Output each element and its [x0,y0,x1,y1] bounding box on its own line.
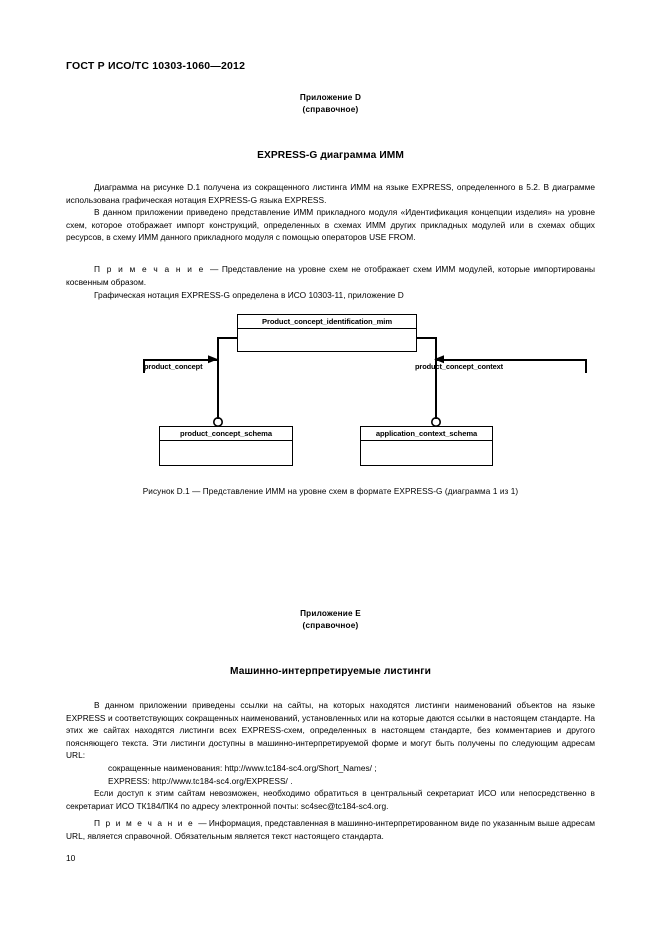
annex-d-note-paragraph: П р и м е ч а н и е — Представление на у… [66,263,595,288]
edge-right-horizontal [435,359,587,361]
figure-caption: Рисунок D.1 — Представление ИММ на уровн… [142,487,519,496]
arrowhead-left-icon [434,355,444,364]
edge-right-vertical-upper [435,337,437,359]
annex-d-sublabel: (справочное) [302,105,359,114]
annex-d-label-text: Приложение D [299,93,362,102]
annex-e-url-line-2: EXPRESS: http://www.tc184-sc4.org/EXPRES… [108,775,293,786]
annex-e-label-text: Приложение E [300,609,361,618]
arrowhead-right-icon [208,355,218,364]
edge-top-box-right-stub [417,337,437,339]
note-prefix: П р и м е ч а н и е [94,264,210,274]
annex-e-paragraph-1: В данном приложении приведены ссылки на … [66,700,595,761]
annex-e-note: П р и м е ч а н и е — Информация, предст… [66,817,595,842]
annex-d-notation-text: Графическая нотация EXPRESS-G определена… [66,289,595,302]
annex-e-title: Машинно-интерпретируемые листинги [230,666,431,677]
diagram-box-right-body [361,441,492,459]
express-g-diagram: Product_concept_identification_mim produ… [66,310,595,480]
annex-e-sublabel: (справочное) [302,621,359,630]
annex-d-notation-paragraph: Графическая нотация EXPRESS-G определена… [94,290,404,300]
diagram-box-application-context-schema: application_context_schema [360,426,493,466]
annex-e-url-list: сокращенные наименования: http://www.tc1… [66,762,595,812]
note-body: — Информация, представленная в машинно-и… [66,818,595,841]
annex-d-paragraph-2: В данном приложении приведено представле… [66,207,595,243]
annex-e-intro-text: В данном приложении приведены ссылки на … [66,699,595,762]
note-body: — Представление на уровне схем не отобра… [66,264,595,287]
diagram-box-product-concept-identification-mim: Product_concept_identification_mim [237,314,417,352]
diagram-box-left-label: product_concept_schema [160,427,292,441]
diagram-box-top-label: Product_concept_identification_mim [238,315,416,329]
diagram-box-product-concept-schema: product_concept_schema [159,426,293,466]
edge-left-horizontal [143,359,219,361]
annex-e-label: Приложение E (справочное) [0,608,661,632]
diagram-box-top-body [238,329,416,347]
annex-e-contact-paragraph: Если доступ к этим сайтам невозможен, не… [66,788,595,811]
edge-right-label: product_concept_context [415,362,504,371]
annex-d-paragraph-1: Диаграмма на рисунке D.1 получена из сок… [66,182,595,205]
edge-right-vertical-lower [435,359,437,419]
annex-e-note-paragraph: П р и м е ч а н и е — Информация, предст… [66,817,595,842]
standard-header: ГОСТ Р ИСО/ТС 10303-1060—2012 [66,60,246,72]
page-number: 10 [66,853,76,863]
annex-e-url-line-1: сокращенные наименования: http://www.tc1… [108,763,377,773]
edge-left-vertical-lower [217,359,219,419]
edge-left-vertical-upper [217,337,219,359]
diagram-box-left-body [160,441,292,459]
annex-d-label: Приложение D (справочное) [0,92,661,116]
note-prefix: П р и м е ч а н и е [94,818,199,828]
edge-left-tick [143,359,145,373]
annex-d-title: EXPRESS-G диаграмма ИММ [257,150,404,161]
edge-top-box-left-stub [217,337,237,339]
edge-left-label: product_concept [144,362,203,371]
annex-d-intro-text: Диаграмма на рисунке D.1 получена из сок… [66,181,595,244]
diagram-box-right-label: application_context_schema [361,427,492,441]
annex-d-note: П р и м е ч а н и е — Представление на у… [66,263,595,288]
edge-right-tick [585,359,587,373]
